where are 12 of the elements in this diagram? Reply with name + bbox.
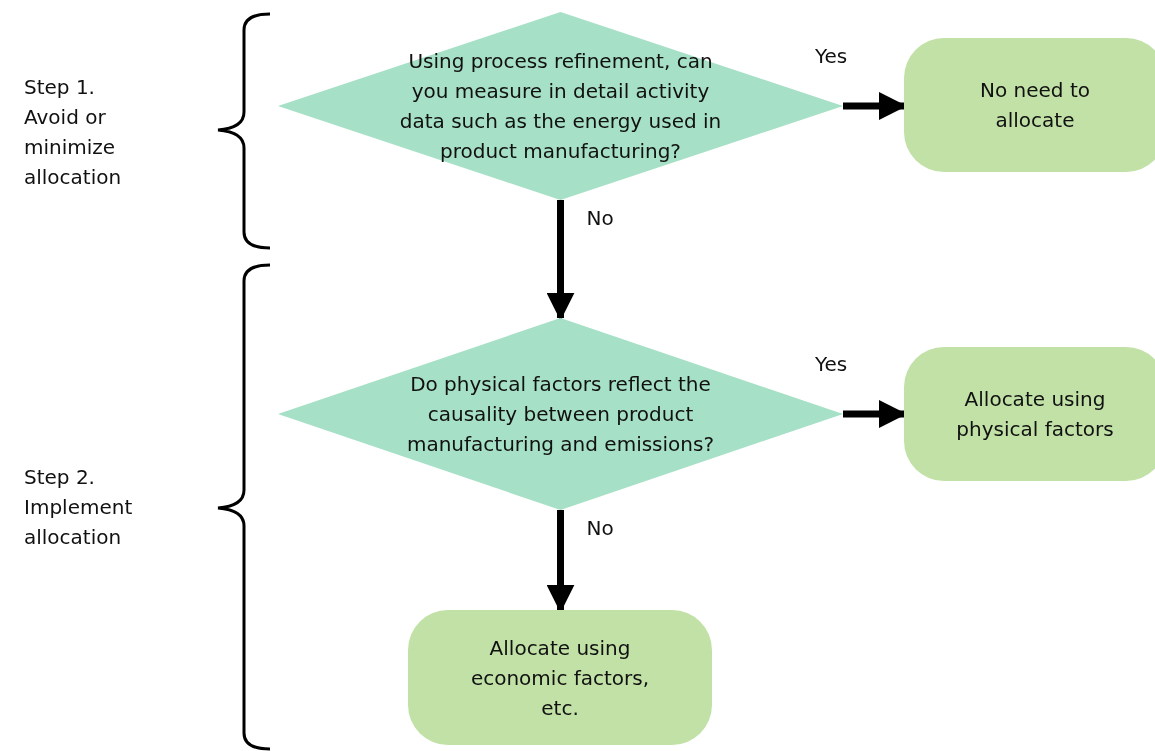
result-box [904, 347, 1155, 481]
result-box [408, 610, 712, 745]
question-text: Do physical factors reflect the causality between product manufacturing and emissions? [405, 371, 716, 458]
result-box [904, 38, 1155, 172]
arrow [546, 200, 575, 321]
step-label: Step 1. Avoid or minimize allocation [24, 74, 123, 191]
arrow [546, 510, 575, 613]
result-text: Allocate using economic factors, etc. [469, 634, 651, 722]
result-text: No need to allocate [979, 77, 1091, 134]
result-text: Allocate using physical factors [955, 386, 1115, 443]
step-label: Step 2. Implement allocation [24, 464, 134, 551]
question-text: Using process refinement, can you measure in detail activity data such as the energy used in product manufacturing? [398, 48, 723, 165]
